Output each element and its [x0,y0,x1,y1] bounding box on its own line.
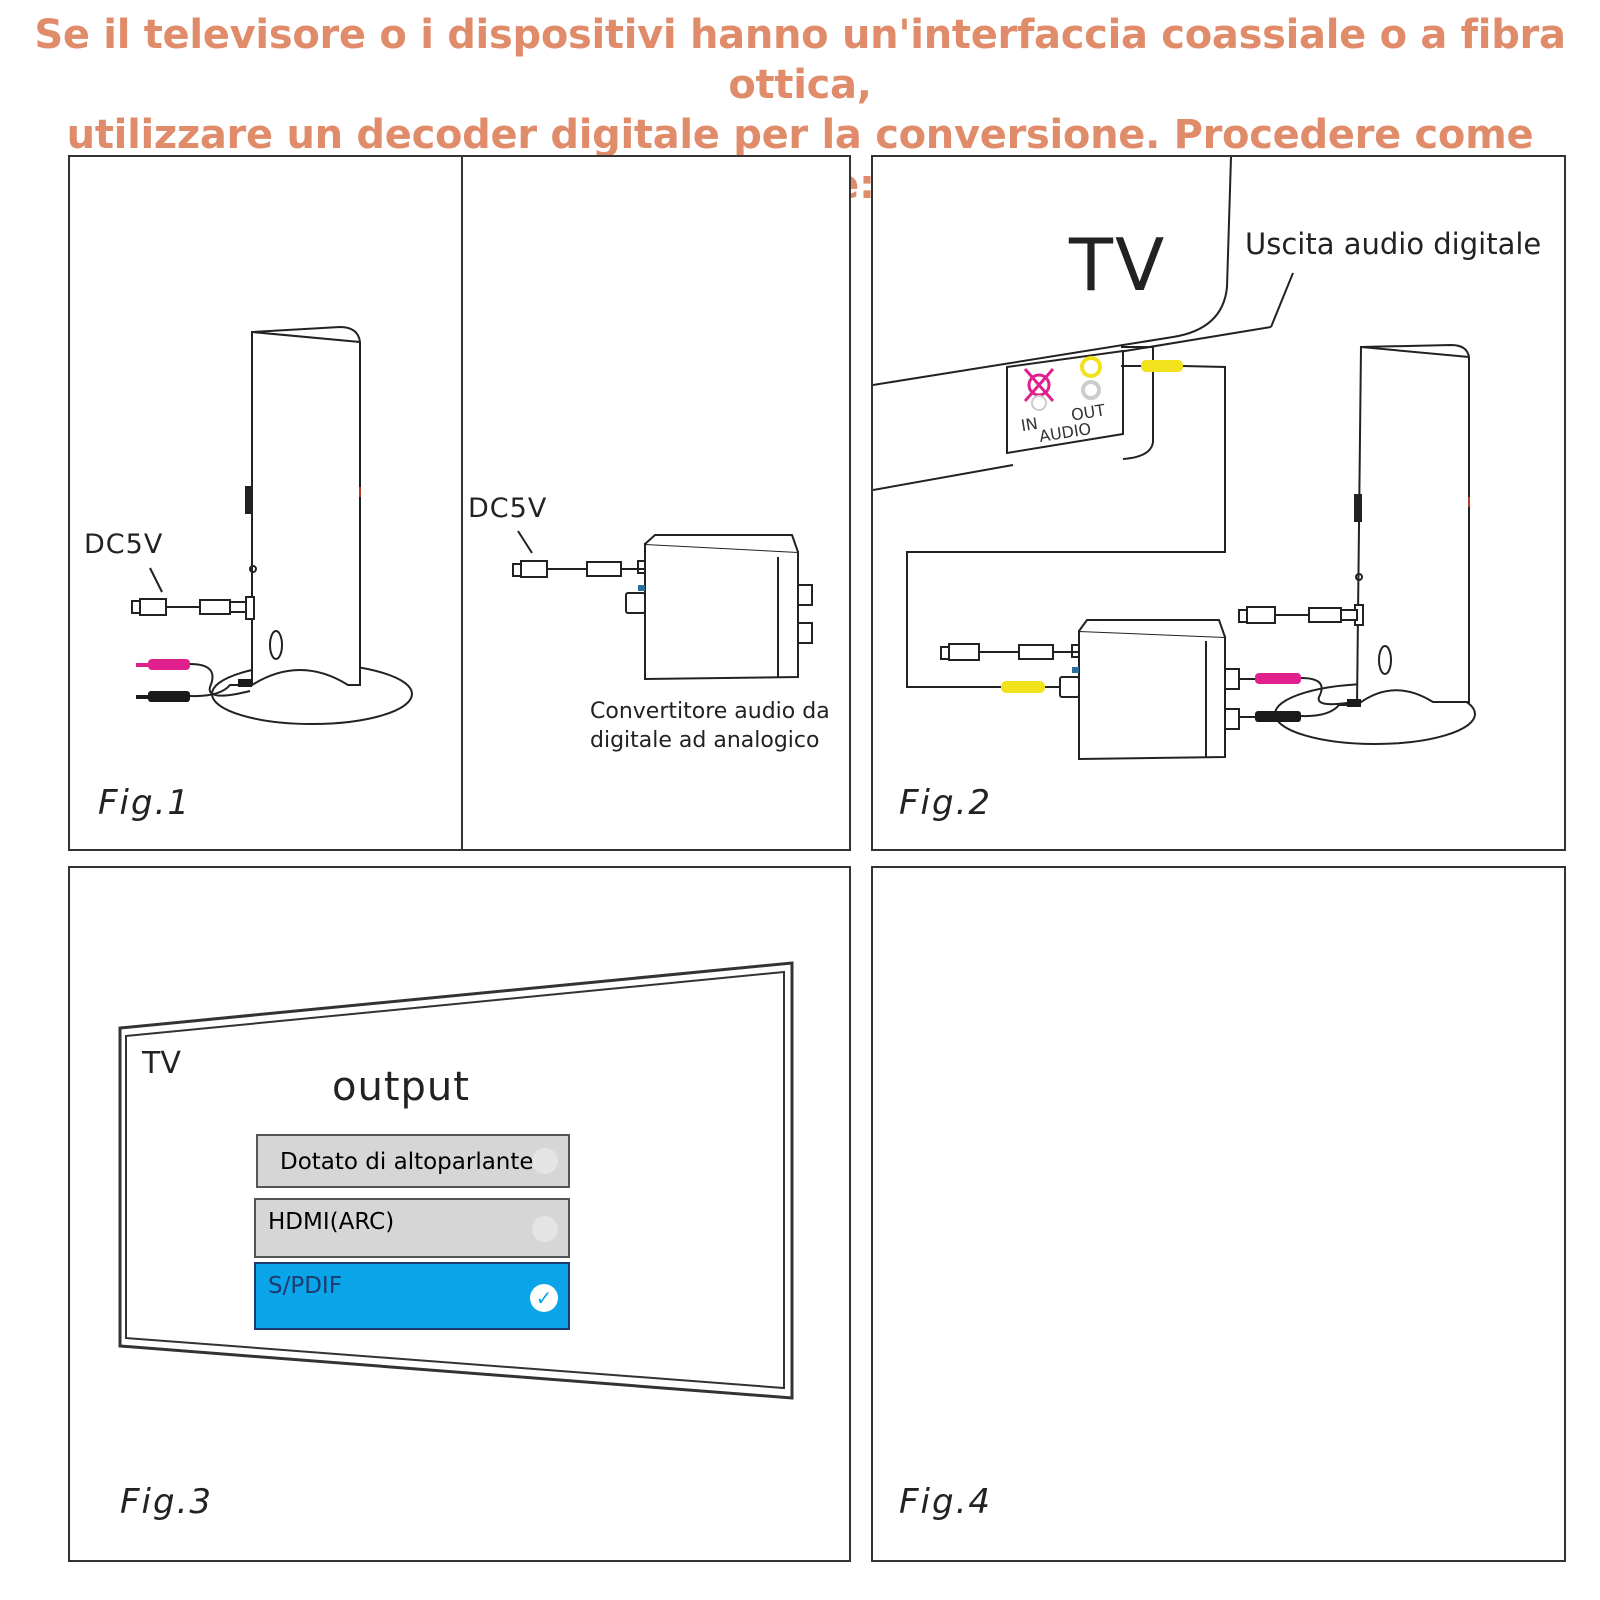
figure-2-panel: TV Uscita audio digitale IN OUT AUDIO Fi… [871,155,1566,851]
option-hdmi-arc[interactable]: HDMI(ARC) [254,1198,570,1258]
figure-4-caption: Fig.4 [899,1482,993,1522]
figure-2-illustration [873,157,1476,761]
digital-cable [906,360,1226,693]
converter-label-line-1: Convertitore audio da [590,699,830,724]
dc-cable-left [940,643,1079,661]
audio-port-panel [1006,349,1124,455]
port-in-label: IN [1019,413,1040,436]
radio-indicator-icon [532,1216,558,1242]
figure-3-panel: TV output Dotato di altoparlante HDMI(AR… [68,866,851,1562]
option-label: Dotato di altoparlante [280,1149,534,1175]
converter-label-line-2: digitale ad analogico [590,728,820,753]
menu-title: output [332,1064,470,1110]
converter-device [625,534,813,681]
dc5v-label-right: DC5V [468,493,548,524]
headline-line-1: Se il televisore o i dispositivi hanno u… [34,12,1566,108]
figure-1-illustration [131,157,813,849]
digital-output-label: Uscita audio digitale [1245,227,1542,261]
figure-4-panel: Fig.4 [871,866,1566,1562]
figure-2-caption: Fig.2 [899,783,993,823]
figure-1-panel: DC5V DC5V Convertitore audio da digitale… [68,155,851,851]
receiver-device [211,325,413,725]
dc-cable-receiver [1238,606,1358,624]
checkmark-icon: ✓ [530,1284,558,1312]
tv-outline [873,157,1294,491]
radio-indicator-icon [532,1148,558,1174]
dc-cable-right [512,530,645,578]
option-spdif[interactable]: S/PDIF ✓ [254,1262,570,1330]
figure-3-caption: Fig.3 [120,1482,214,1522]
tv-label: TV [142,1046,181,1081]
dc5v-label-left: DC5V [84,529,164,560]
option-label: S/PDIF [268,1273,342,1299]
rca-cables-right [1239,673,1361,722]
converter-device [1059,619,1240,761]
receiver-device [1274,343,1476,745]
tv-label: TV [1069,223,1167,307]
option-speaker[interactable]: Dotato di altoparlante [256,1134,570,1188]
figure-1-caption: Fig.1 [98,783,192,823]
dc-cable-left [131,567,247,616]
option-label: HDMI(ARC) [268,1209,395,1235]
rca-cables-left [136,659,252,702]
